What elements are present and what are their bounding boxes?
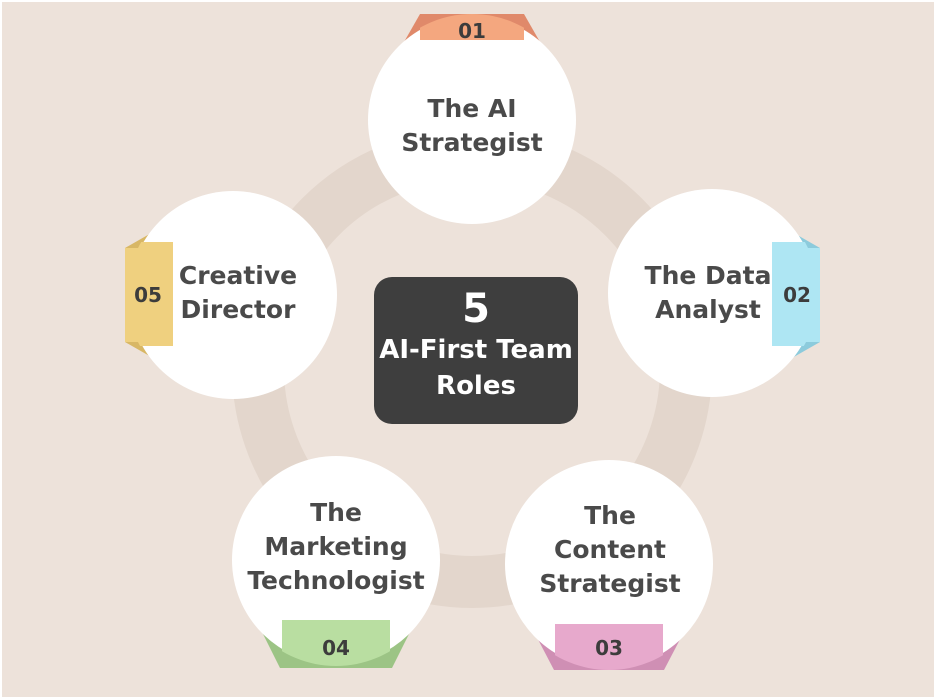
role-node-02: 02 The Data Analyst <box>608 189 820 397</box>
center-line-2: Roles <box>436 371 516 401</box>
badge-03 <box>555 624 663 670</box>
center-line-1: AI-First Team <box>379 335 573 365</box>
role-node-01: 01 The AI Strategist <box>368 14 576 224</box>
role-label-04-line-3: Technologist <box>247 566 424 595</box>
role-label-03-line-1: The <box>584 501 636 530</box>
role-label-04-line-2: Marketing <box>264 532 407 561</box>
badge-number-01: 01 <box>458 19 486 43</box>
role-label-03-line-2: Content <box>554 535 666 564</box>
role-circle-05 <box>129 191 337 399</box>
center-number: 5 <box>462 286 490 332</box>
role-label-02-line-1: The Data <box>645 261 772 290</box>
role-circle-01 <box>368 16 576 224</box>
badge-number-05: 05 <box>134 283 162 307</box>
role-node-04: 04 The Marketing Technologist <box>232 456 440 668</box>
badge-05-extension <box>125 248 145 342</box>
role-label-03-line-3: Strategist <box>539 569 680 598</box>
role-label-05-line-1: Creative <box>179 261 297 290</box>
role-circle-03 <box>505 460 713 668</box>
role-label-02-line-2: Analyst <box>655 295 761 324</box>
role-label-05-line-2: Director <box>181 295 297 324</box>
role-label-01-line-1: The AI <box>427 94 516 123</box>
role-label-01-line-2: Strategist <box>401 128 542 157</box>
role-circle-02 <box>608 189 816 397</box>
role-node-05: 05 Creative Director <box>125 191 337 399</box>
role-label-04-line-1: The <box>310 498 362 527</box>
center-box: 5 AI-First Team Roles <box>374 277 578 424</box>
role-circle-04 <box>232 456 440 664</box>
role-node-03: 03 The Content Strategist <box>505 460 713 670</box>
badge-04 <box>282 620 390 666</box>
badge-number-03: 03 <box>595 636 623 660</box>
badge-02-extension <box>800 248 820 342</box>
badge-number-02: 02 <box>783 283 811 307</box>
badge-number-04: 04 <box>322 636 350 660</box>
